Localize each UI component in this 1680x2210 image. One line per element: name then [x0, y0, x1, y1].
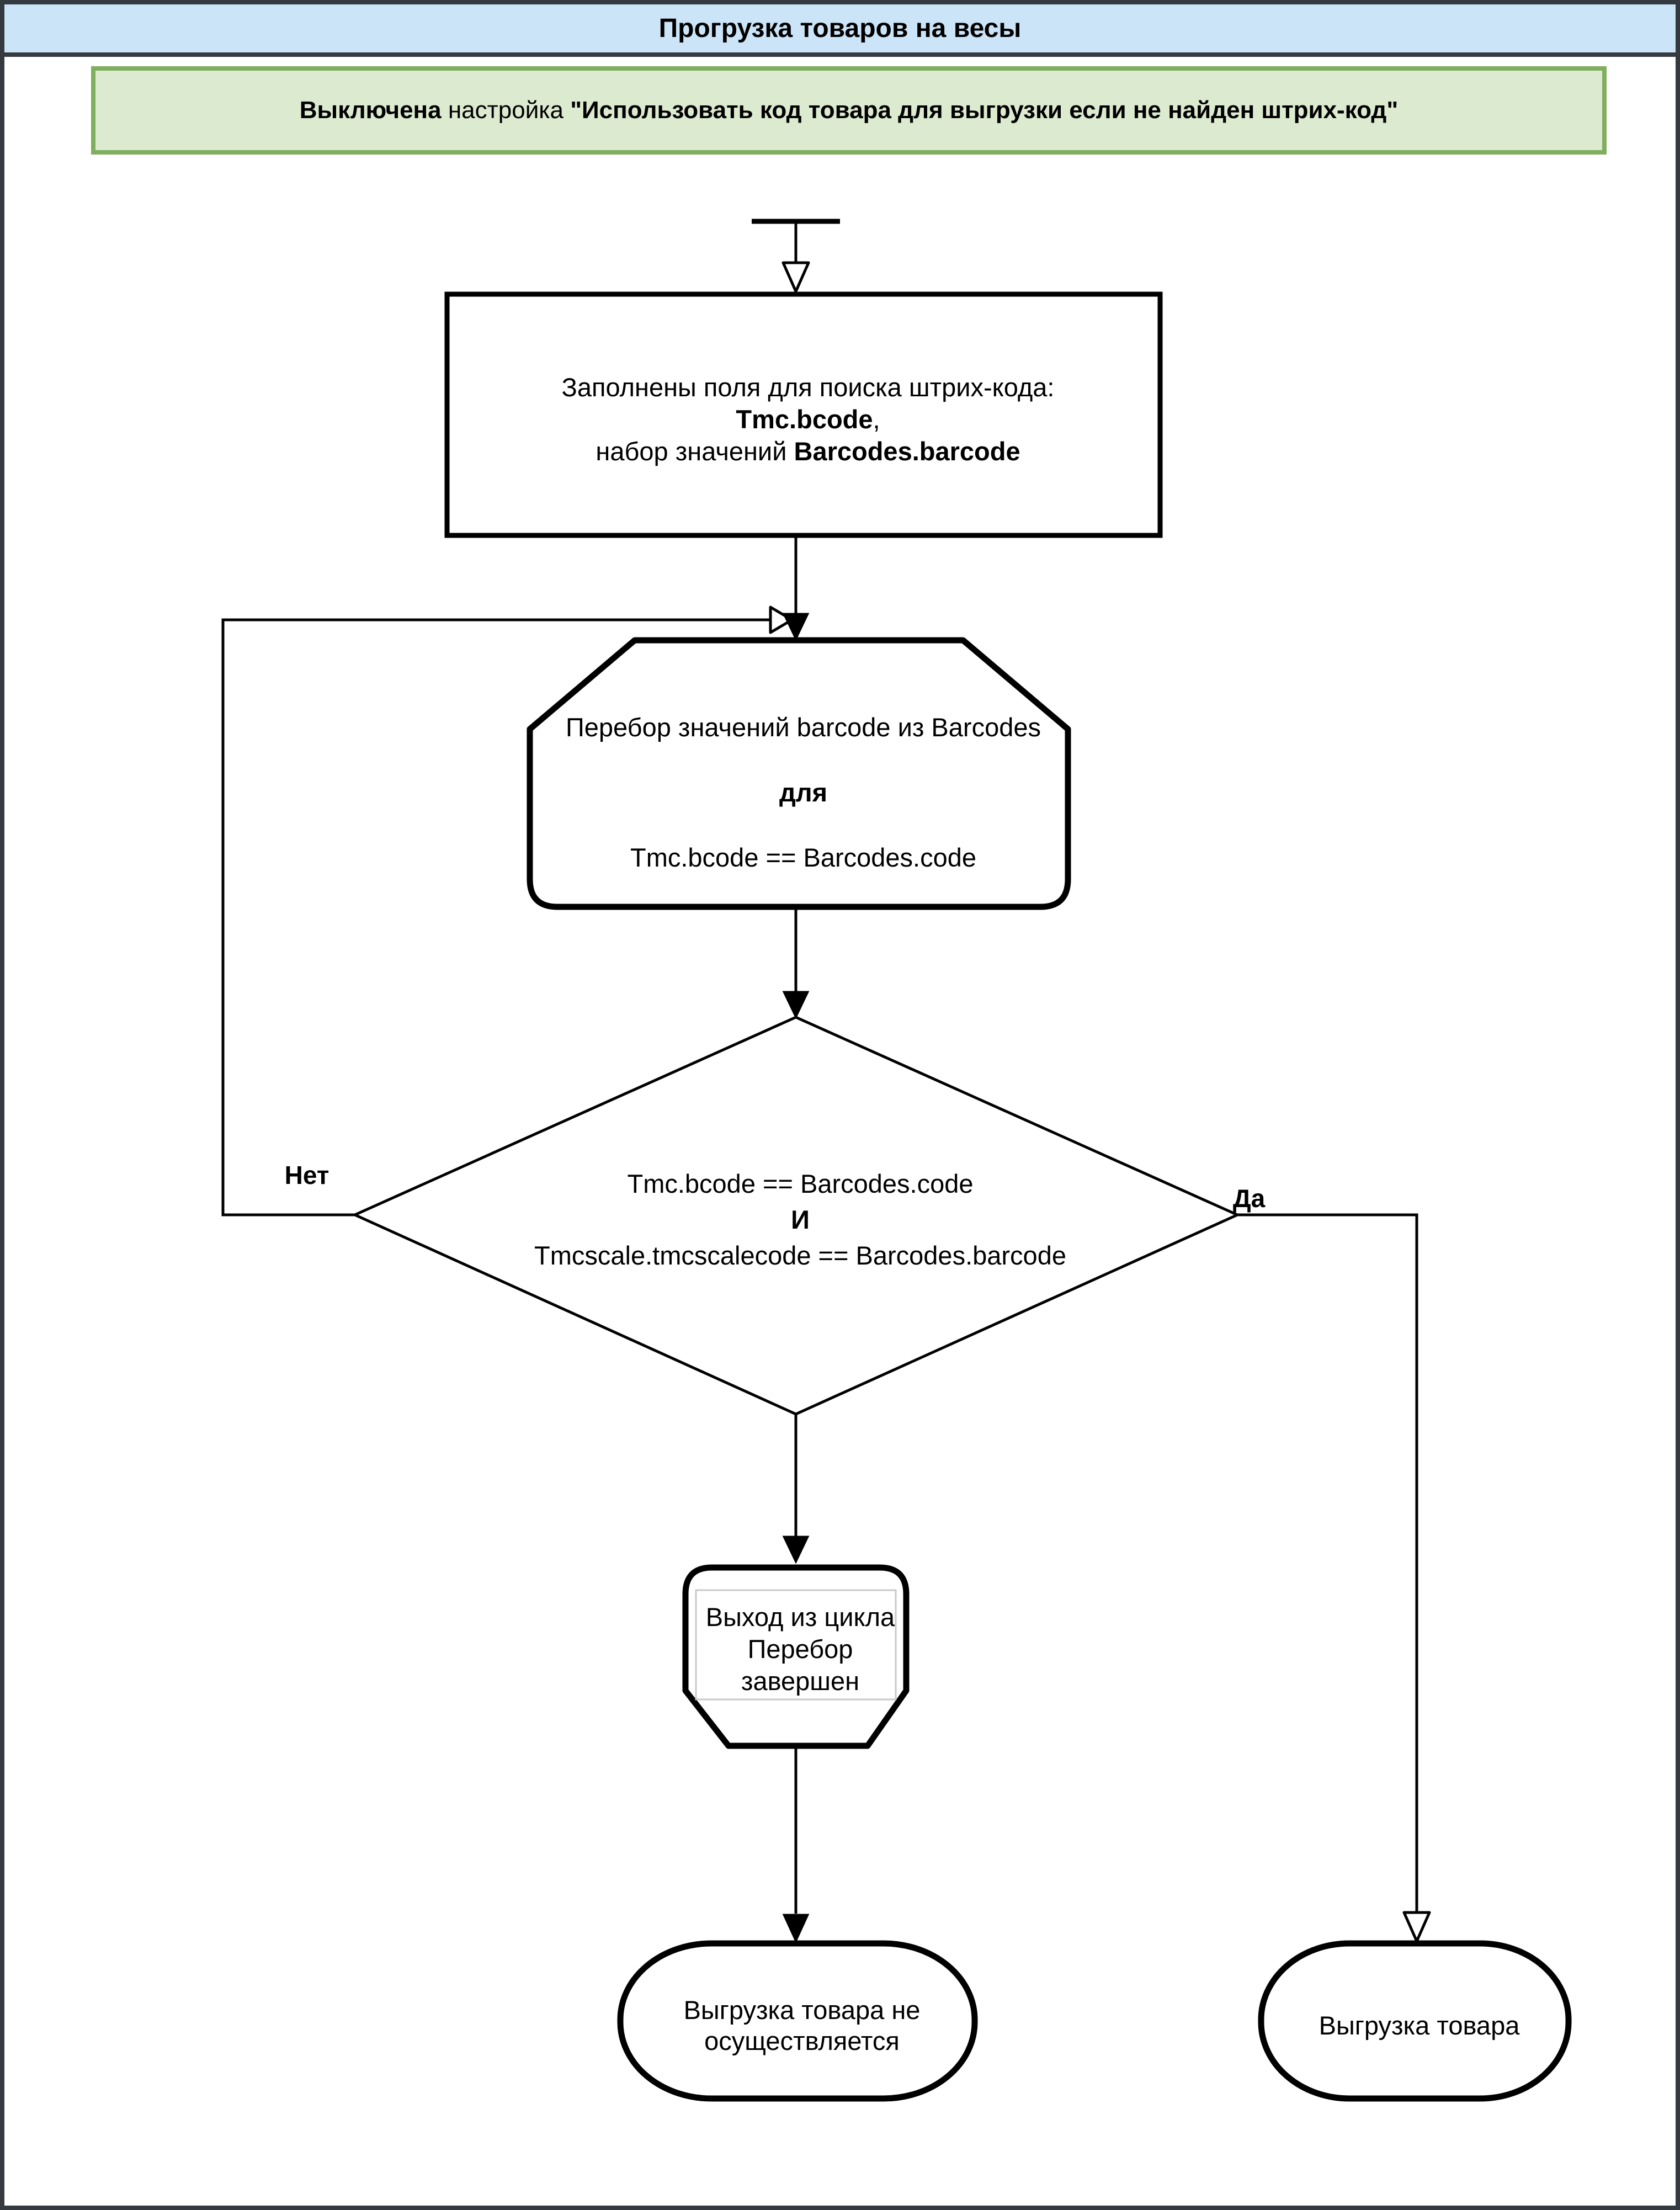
open-arrow-down-icon: [1402, 1911, 1431, 1943]
edge-yes: [1237, 1213, 1418, 1911]
outcome-no-line-1: Выгрузка товара не: [683, 1995, 921, 2025]
notice-quote: "Использовать код товара для выгрузки ес…: [570, 97, 1399, 124]
loop-exit-shape: [682, 1564, 910, 1749]
outcome-yes-text: Выгрузка товара: [1266, 1948, 1573, 2103]
decision-condition-1: Tmc.bcode == Barcodes.code: [627, 1168, 974, 1198]
solid-arrow-down-icon: [782, 1536, 810, 1564]
branch-label-no: Нет: [284, 1161, 329, 1189]
loop-start-shape: [527, 637, 1071, 910]
notice-lead: Выключена: [299, 97, 442, 124]
title-bar: Прогрузка товаров на весы: [4, 4, 1676, 57]
notice-mid: настройка: [441, 97, 571, 124]
edge-no-loopback: [221, 618, 769, 1216]
exit-line-2: Перебор: [747, 1634, 853, 1664]
process-line-1: Заполнены поля для поиска штрих-кода:: [561, 372, 1055, 402]
edge-process-to-loop: [782, 535, 810, 641]
outcome-no-text: Выгрузка товара не осуществляется: [625, 1948, 979, 2103]
outcome-no-shape: [617, 1940, 978, 2102]
process-line-2: Tmc.bcode,: [736, 404, 880, 434]
process-box-shape: [444, 291, 1163, 538]
process-line-3: набор значений Barcodes.barcode: [596, 436, 1020, 466]
loop-start-text: Перебор значений barcode из Barcodes для…: [534, 695, 1072, 890]
loop-line-1: Перебор значений barcode из Barcodes: [565, 713, 1041, 742]
start-symbol: [752, 219, 840, 293]
loop-keyword: для: [779, 778, 828, 807]
process-box-text: Заполнены поля для поиска штрих-кода: Tm…: [451, 299, 1165, 540]
solid-arrow-down-icon: [782, 991, 810, 1019]
flowchart-canvas: [221, 219, 1572, 2102]
solid-arrow-down-icon: [782, 613, 810, 641]
branch-label-yes: Да: [1232, 1184, 1266, 1213]
exit-line-1: Выход из цикла: [705, 1602, 895, 1632]
decision-text: Tmc.bcode == Barcodes.code И Tmcscale.tm…: [414, 1161, 1187, 1278]
loop-condition: Tmc.bcode == Barcodes.code: [630, 843, 977, 872]
decision-condition-2: Tmcscale.tmcscalecode == Barcodes.barcod…: [534, 1240, 1066, 1270]
edge-exit-to-outcome: [782, 1746, 810, 1943]
open-arrow-right-icon: [769, 605, 794, 634]
outcome-no-line-2: осуществляется: [704, 2026, 900, 2055]
outcome-yes-shape: [1258, 1940, 1572, 2102]
notice-box: Выключена настройка "Использовать код то…: [91, 66, 1607, 155]
outcome-yes-label: Выгрузка товара: [1319, 2010, 1520, 2040]
decision-operator: И: [791, 1204, 810, 1234]
edge-loop-to-decision: [782, 907, 810, 1019]
loop-exit-text: Выход из цикла Перебор завершен: [700, 1595, 900, 1704]
solid-arrow-down-icon: [782, 1914, 810, 1943]
edge-decision-to-exit: [782, 1414, 810, 1564]
exit-line-3: завершен: [741, 1666, 860, 1696]
page-title: Прогрузка товаров на весы: [658, 14, 1022, 43]
open-arrow-down-icon: [781, 261, 810, 293]
loop-exit-inner-box: [695, 1589, 897, 1701]
